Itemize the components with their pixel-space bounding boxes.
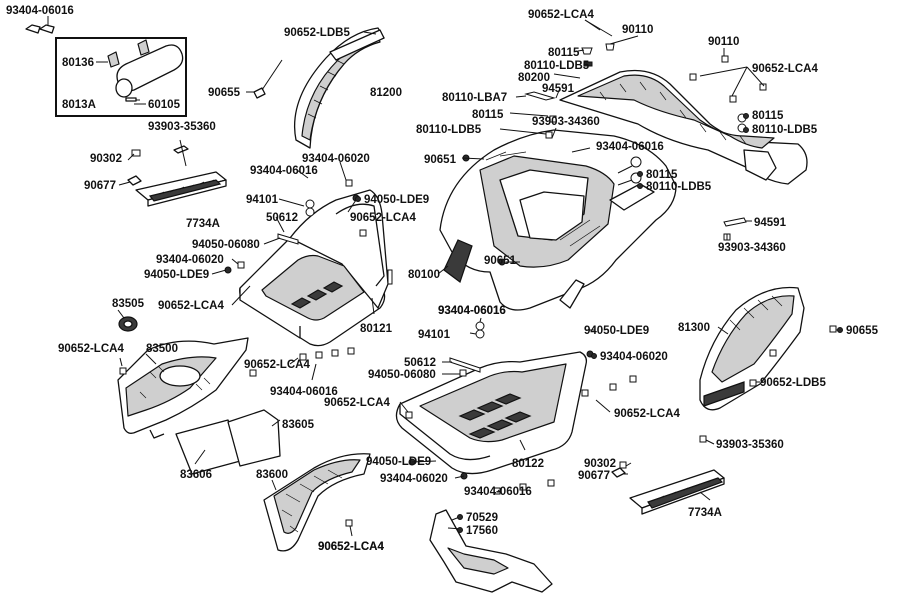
part-81200 <box>253 27 385 149</box>
part-80200 <box>559 69 808 185</box>
label-80121: 80121 <box>360 323 393 335</box>
part-labels: 93404-06016 80136 8013A 60105 93903-3536… <box>6 5 879 553</box>
label-93903-35360: 93903-35360 <box>148 121 216 133</box>
label-90110: 90110 <box>622 24 653 36</box>
label-93404-06020: 93404-06020 <box>600 351 668 363</box>
label-90655: 90655 <box>846 325 879 337</box>
label-90652-LCA4: 90652-LCA4 <box>350 212 416 224</box>
label-90652-LDB5: 90652-LDB5 <box>760 377 826 389</box>
label-94050-LDE9: 94050-LDE9 <box>364 194 429 206</box>
label-80110-LDB5: 80110-LDB5 <box>752 124 818 136</box>
label-83600: 83600 <box>256 469 288 481</box>
label-93903-35360: 93903-35360 <box>716 439 784 451</box>
label-94050-LDE9: 94050-LDE9 <box>144 269 209 281</box>
label-90652-LDB5: 90652-LDB5 <box>284 27 350 39</box>
part-80100 <box>439 129 677 311</box>
label-90652-LCA4: 90652-LCA4 <box>752 63 818 75</box>
part-81300 <box>699 286 805 411</box>
label-80100: 80100 <box>408 269 440 281</box>
label-93404-06020: 93404-06020 <box>302 153 370 165</box>
label-7734A: 7734A <box>688 507 722 519</box>
label-50612: 50612 <box>404 357 436 369</box>
part-7734A-right <box>611 467 725 515</box>
label-94591: 94591 <box>754 217 787 229</box>
label-93404-06016: 93404-06016 <box>270 386 338 398</box>
label-90652-LCA4: 90652-LCA4 <box>318 541 384 553</box>
label-94050-06080: 94050-06080 <box>368 369 436 381</box>
label-93404-06016: 93404-06016 <box>6 5 74 17</box>
label-90652-LCA4: 90652-LCA4 <box>614 408 680 420</box>
tool-strap <box>107 39 150 68</box>
label-81300: 81300 <box>678 322 710 334</box>
label-90677: 90677 <box>84 180 116 192</box>
label-94050-LDE9: 94050-LDE9 <box>584 325 649 337</box>
part-7734A-left <box>127 139 227 207</box>
label-7734A: 7734A <box>186 218 220 230</box>
label-90302: 90302 <box>584 458 616 470</box>
label-80115: 80115 <box>646 169 678 181</box>
label-90110: 90110 <box>708 36 739 48</box>
label-93903-34360: 93903-34360 <box>718 242 786 254</box>
label-93404-06020: 93404-06020 <box>380 473 448 485</box>
label-90652-LCA4: 90652-LCA4 <box>158 300 224 312</box>
label-93404-06016: 93404-06016 <box>596 141 664 153</box>
label-90655: 90655 <box>208 87 241 99</box>
label-94050-LDE9: 94050-LDE9 <box>366 456 431 468</box>
label-81200: 81200 <box>370 87 402 99</box>
label-94101: 94101 <box>246 194 279 206</box>
label-93404-06016: 93404-06016 <box>250 165 318 177</box>
label-90652-LCA4: 90652-LCA4 <box>244 359 310 371</box>
part-83500 <box>117 337 249 439</box>
part-83605 <box>227 409 281 467</box>
label-90677: 90677 <box>578 470 610 482</box>
label-93404-06016: 93404-06016 <box>438 305 506 317</box>
label-90652-LCA4: 90652-LCA4 <box>324 397 390 409</box>
label-80136: 80136 <box>62 57 94 69</box>
label-80110-LDB5: 80110-LDB5 <box>416 124 482 136</box>
label-90652-LCA4: 90652-LCA4 <box>318 541 384 553</box>
label-93404-06016: 93404-06016 <box>438 305 506 317</box>
label-83500: 83500 <box>146 343 178 355</box>
label-50612: 50612 <box>266 212 298 224</box>
label-93404-06016: 93404-06016 <box>464 486 532 498</box>
label-70529: 70529 <box>466 512 498 524</box>
tool-kit-assembly <box>55 37 187 117</box>
label-80110-LDB5: 80110-LDB5 <box>646 181 712 193</box>
label-90302: 90302 <box>90 153 122 165</box>
label-94050-06080: 94050-06080 <box>192 239 260 251</box>
label-94591: 94591 <box>542 83 575 95</box>
label-80115: 80115 <box>752 110 784 122</box>
label-90652-LCA4: 90652-LCA4 <box>58 343 124 355</box>
hardware-fasteners <box>119 43 837 527</box>
label-90651: 90651 <box>424 154 457 166</box>
label-93903-34360: 93903-34360 <box>532 116 600 128</box>
label-80200: 80200 <box>518 72 550 84</box>
label-83606: 83606 <box>180 469 212 481</box>
label-80110-LBA7: 80110-LBA7 <box>442 92 507 104</box>
label-60105: 60105 <box>148 99 181 111</box>
part-80122 <box>395 351 588 475</box>
label-93404-06020: 93404-06020 <box>156 254 224 266</box>
label-17560: 17560 <box>466 525 498 537</box>
tool-kit-box <box>55 37 187 117</box>
part-83600 <box>263 453 371 552</box>
part-17560 <box>429 509 553 593</box>
part-83505 <box>118 316 138 332</box>
label-90651: 90651 <box>484 255 517 267</box>
label-80115: 80115 <box>548 47 580 59</box>
label-8013A: 8013A <box>62 99 96 111</box>
part-80121 <box>239 189 389 347</box>
label-80110-LDB5: 80110-LDB5 <box>524 60 590 72</box>
label-80115: 80115 <box>472 109 504 121</box>
label-94101: 94101 <box>418 329 451 341</box>
label-bullets <box>355 113 843 533</box>
label-90652-LCA4: 90652-LCA4 <box>528 9 594 21</box>
label-80122: 80122 <box>512 458 544 470</box>
label-83605: 83605 <box>282 419 315 431</box>
part-93404-06016-clip <box>25 16 55 34</box>
label-83505: 83505 <box>112 298 145 310</box>
